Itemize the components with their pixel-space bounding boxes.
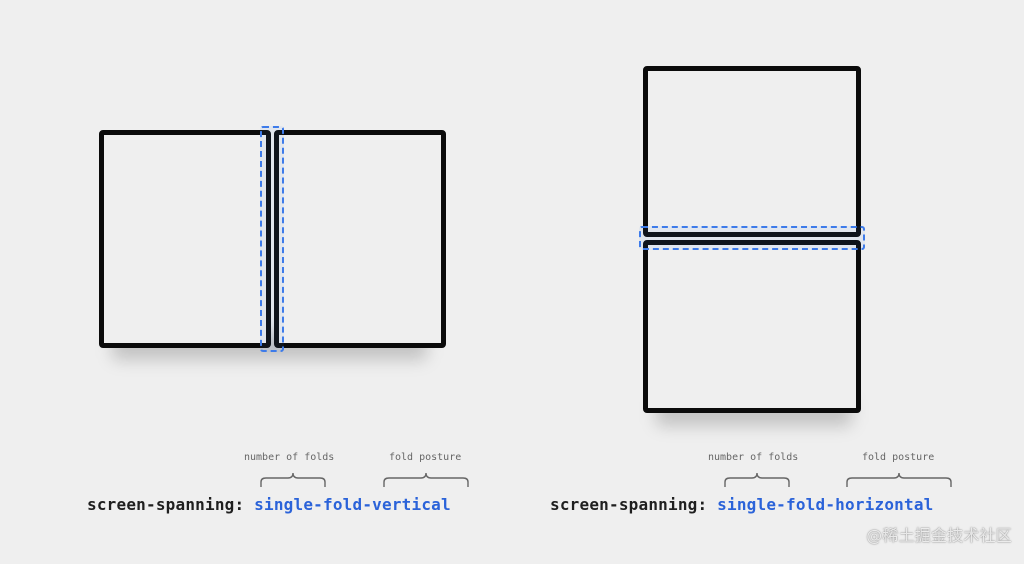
left-css-value: single-fold-vertical [254,495,451,514]
left-screen-panel [99,130,271,348]
right-screen-panel [274,130,446,348]
right-folds-brace [724,472,790,487]
left-css-property: screen-spanning: [87,495,245,514]
vertical-fold-highlight [260,126,284,352]
top-screen-panel [643,66,861,237]
left-folds-brace [260,472,326,487]
bottom-screen-panel [643,240,861,413]
left-fold-posture-label: fold posture [389,452,462,463]
right-css-value: single-fold-horizontal [717,495,934,514]
right-screen-spanning-value: screen-spanning: single-fold-horizontal [550,495,934,514]
left-screen-spanning-value: screen-spanning: single-fold-vertical [87,495,451,514]
right-number-of-folds-label: number of folds [708,452,799,463]
right-posture-brace [846,472,952,487]
site-watermark: @稀土掘金技术社区 [866,526,1012,545]
left-number-of-folds-label: number of folds [244,452,335,463]
right-fold-posture-label: fold posture [862,452,935,463]
left-posture-brace [383,472,469,487]
horizontal-fold-highlight [639,226,865,250]
right-css-property: screen-spanning: [550,495,708,514]
